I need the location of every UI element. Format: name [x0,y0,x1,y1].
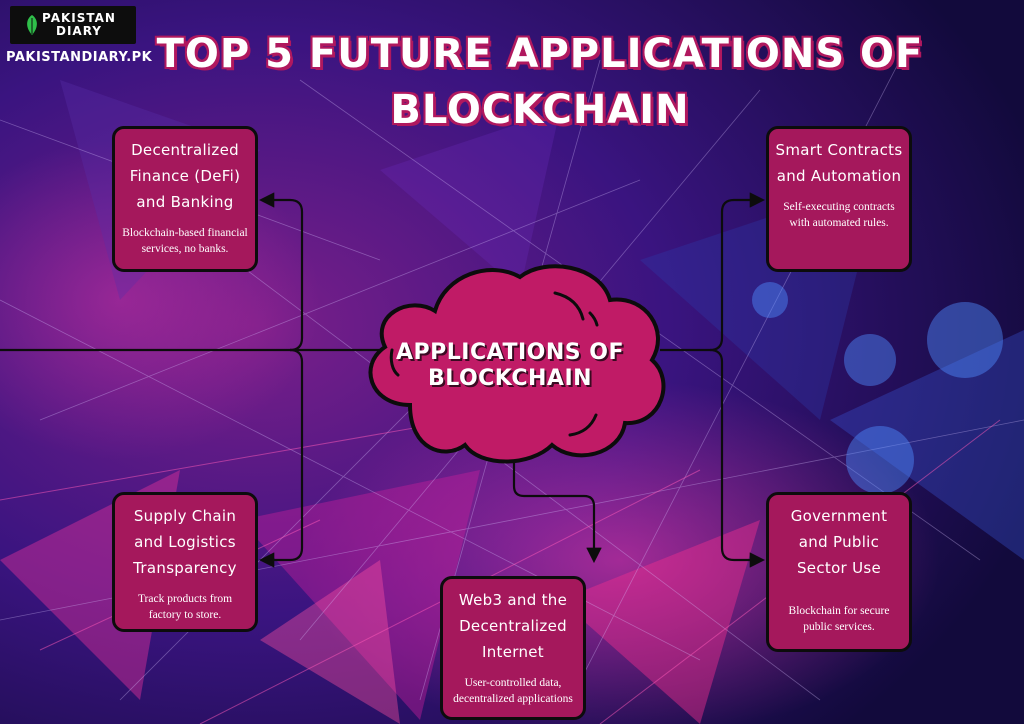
card-smart-contracts-desc: Self-executing contracts with automated … [783,201,895,229]
card-supply-chain-desc: Track products from factory to store. [137,593,233,621]
card-government-desc: Blockchain for secure public services. [788,605,890,633]
card-smart-contracts-title: Smart Contracts and Automation [775,141,903,185]
logo-text: PAKISTAN DIARY [30,12,116,38]
center-label: APPLICATIONS OF BLOCKCHAIN [396,340,624,391]
card-smart-contracts: Smart Contracts and Automation Self-exec… [766,126,912,272]
card-web3: Web3 and the Decentralized Internet User… [440,576,586,720]
logo: PAKISTAN DIARY [10,6,136,44]
card-government-title: Government and Public Sector Use [790,507,888,577]
card-defi: Decentralized Finance (DeFi) and Banking… [112,126,258,272]
site-url: PAKISTANDIARY.PK [6,50,153,65]
card-defi-title: Decentralized Finance (DeFi) and Banking [129,141,241,211]
card-supply-chain-title: Supply Chain and Logistics Transparency [133,507,237,577]
card-government: Government and Public Sector Use Blockch… [766,492,912,652]
cloud-shape [368,264,666,464]
card-supply-chain: Supply Chain and Logistics Transparency … [112,492,258,632]
card-defi-desc: Blockchain-based financial services, no … [122,227,248,255]
card-web3-desc: User-controlled data, decentralized appl… [453,677,573,705]
logo-line-2: DIARY [55,24,102,38]
logo-line-1: PAKISTAN [42,11,116,25]
leaf-icon [27,15,37,35]
page-title: TOP 5 FUTURE APPLICATIONS OF BLOCKCHAIN [156,31,924,133]
card-web3-title: Web3 and the Decentralized Internet [458,591,568,661]
